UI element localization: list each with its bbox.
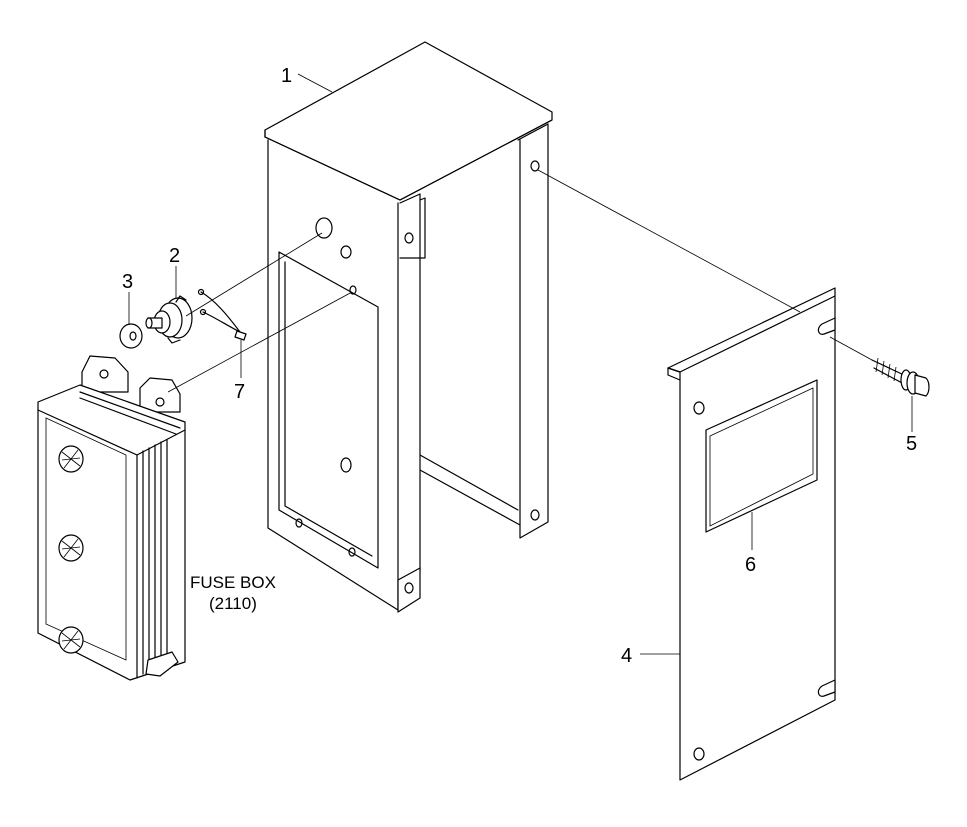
callout-1: 1	[281, 65, 292, 87]
part-3-washer	[119, 323, 143, 349]
part-6-label	[705, 379, 818, 533]
callout-7: 7	[234, 381, 245, 403]
callout-4: 4	[621, 645, 632, 667]
callout-leaders	[128, 73, 913, 655]
fuse-box-label: FUSE BOX	[190, 573, 276, 592]
part-5-bolt	[871, 357, 930, 397]
assembly-leader-lines	[167, 169, 873, 393]
fuse-box	[37, 355, 186, 681]
callout-3: 3	[122, 271, 133, 293]
part-1-bracket-housing	[264, 41, 553, 613]
callout-2: 2	[169, 245, 180, 267]
part-2-switch	[145, 295, 193, 344]
fuse-box-part-number: (2110)	[209, 594, 257, 613]
callout-5: 5	[906, 433, 917, 455]
callout-6: 6	[745, 554, 756, 576]
part-4-cover-plate	[667, 287, 836, 781]
part-7-wire-terminal	[197, 288, 247, 341]
